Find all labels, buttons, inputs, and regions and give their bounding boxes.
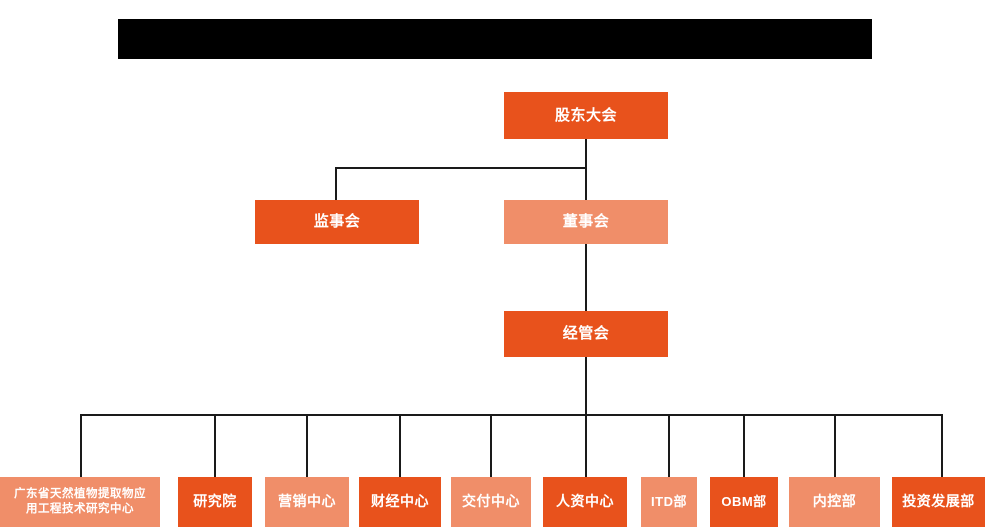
connector-drop-hr: [585, 414, 587, 477]
connector-drop-internal-control: [834, 414, 836, 477]
connector-drop-itd: [668, 414, 670, 477]
node-dept-delivery[interactable]: 交付中心: [451, 477, 531, 527]
connector-drop-obm: [743, 414, 745, 477]
node-dept-research-institute[interactable]: 研究院: [178, 477, 252, 527]
node-label: 投资发展部: [902, 493, 975, 510]
node-label: 监事会: [313, 213, 361, 231]
node-label-line2: 用工程技术研究中心: [26, 503, 134, 515]
node-label: 人资中心: [556, 493, 614, 510]
node-board-of-supervisors[interactable]: 监事会: [255, 200, 419, 244]
node-label: 营销中心: [278, 493, 336, 510]
node-board-of-directors[interactable]: 董事会: [504, 200, 668, 244]
node-dept-finance[interactable]: 财经中心: [359, 477, 441, 527]
node-label: 内控部: [812, 493, 857, 510]
connector-drop-research-center: [80, 414, 82, 477]
node-label: 股东大会: [554, 106, 617, 124]
node-dept-investment[interactable]: 投资发展部: [892, 477, 985, 527]
node-dept-obm[interactable]: OBM部: [710, 477, 778, 527]
connector-management-down: [585, 357, 587, 416]
connector-to-directors: [585, 167, 587, 200]
connector-level1-bus: [335, 167, 587, 169]
node-label: 董事会: [562, 213, 610, 231]
node-dept-itd[interactable]: ITD部: [641, 477, 697, 527]
node-label: 经管会: [562, 325, 610, 343]
node-label: 交付中心: [462, 493, 520, 510]
node-dept-hr[interactable]: 人资中心: [543, 477, 627, 527]
connector-departments-bus: [80, 414, 942, 416]
connector-drop-research-institute: [214, 414, 216, 477]
connector-drop-investment: [941, 414, 943, 477]
node-dept-research-center[interactable]: 广东省天然植物提取物应 用工程技术研究中心: [0, 477, 160, 527]
connector-to-supervisors: [335, 167, 337, 200]
node-label: OBM部: [721, 493, 767, 509]
connector-shareholders-down: [585, 138, 587, 168]
node-shareholders-meeting[interactable]: 股东大会: [504, 92, 668, 139]
connector-drop-marketing: [306, 414, 308, 477]
connector-drop-delivery: [490, 414, 492, 477]
node-label: 财经中心: [371, 493, 429, 510]
node-label: 研究院: [193, 493, 237, 510]
connector-drop-finance: [399, 414, 401, 477]
node-management-committee[interactable]: 经管会: [504, 311, 668, 357]
node-label: ITD部: [651, 493, 687, 509]
connector-directors-to-management: [585, 243, 587, 311]
node-dept-internal-control[interactable]: 内控部: [789, 477, 880, 527]
node-label-line1: 广东省天然植物提取物应: [14, 488, 146, 501]
title-banner: [118, 19, 872, 59]
node-dept-marketing[interactable]: 营销中心: [265, 477, 349, 527]
